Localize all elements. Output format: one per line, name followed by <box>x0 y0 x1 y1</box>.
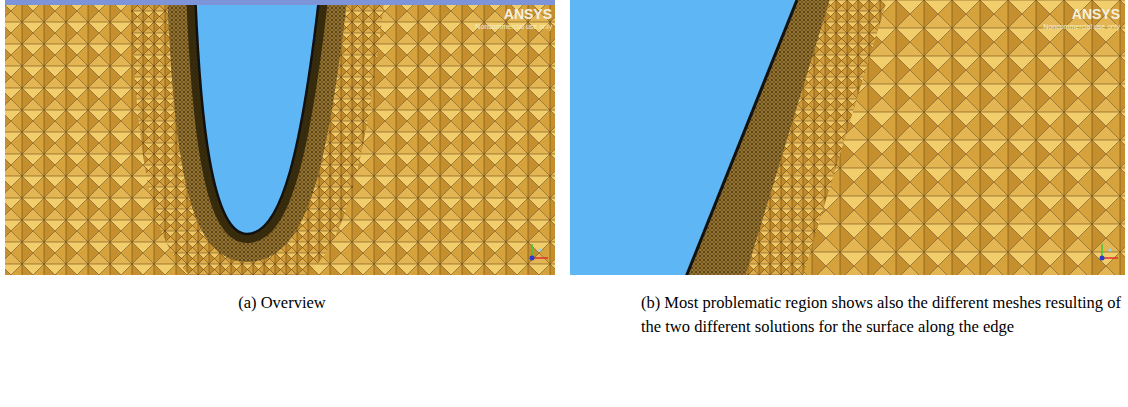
watermark-logo: ANSYS <box>1066 6 1120 22</box>
watermark-note: Noncommercial use only <box>452 22 552 31</box>
mesh-detail <box>570 0 1125 275</box>
watermark-logo: ANSYS <box>498 6 552 22</box>
mesh-overview <box>5 0 555 275</box>
subfigure-caption: (b) Most problematic region shows also t… <box>641 291 1121 339</box>
subfigure-caption: (a) Overview <box>160 291 404 315</box>
watermark-note: Noncommercial use only <box>1020 22 1120 31</box>
